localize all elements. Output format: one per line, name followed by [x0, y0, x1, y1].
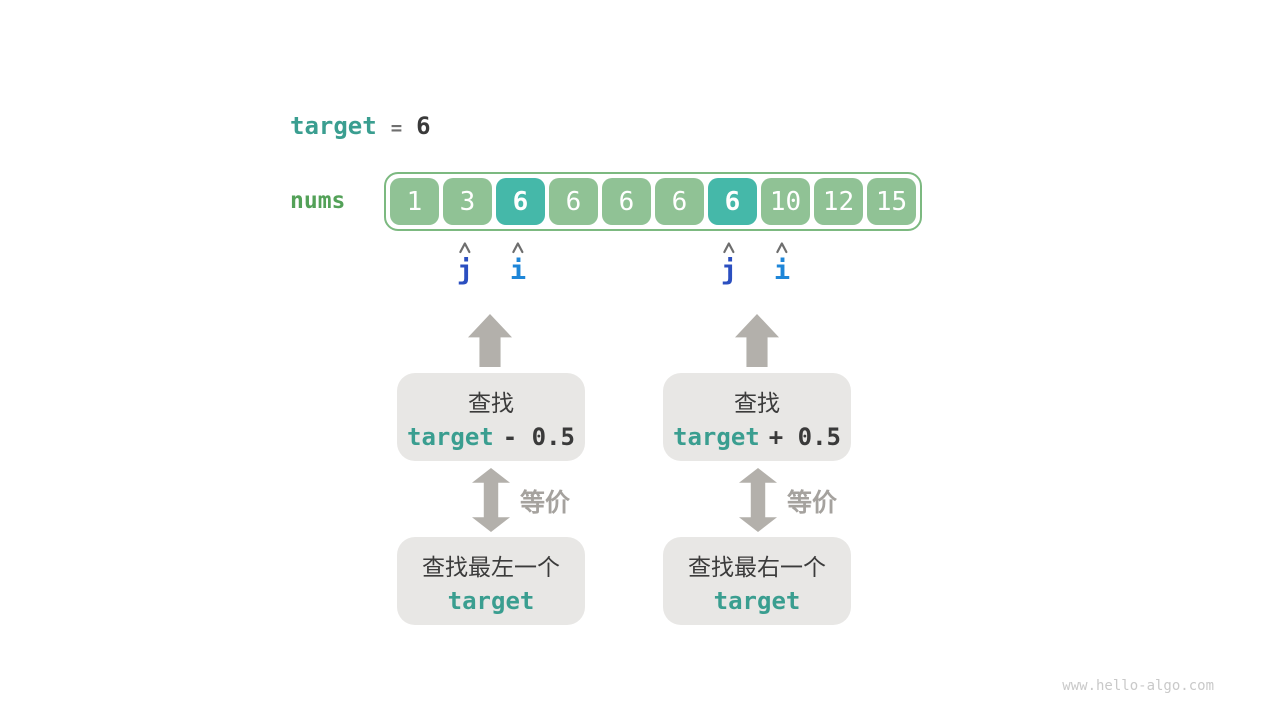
box-code: target	[714, 587, 801, 615]
search-box-code: target + 0.5	[673, 423, 841, 451]
box-code: target	[448, 587, 535, 615]
box-text: 查找最右一个	[688, 554, 826, 581]
equals-sign: =	[390, 117, 403, 139]
nums-label: nums	[290, 188, 346, 214]
pointer-i-left: i	[510, 241, 526, 287]
pointer-letter: j	[456, 255, 474, 286]
array-cell: 6	[496, 178, 545, 225]
search-box-text: 查找	[734, 390, 780, 417]
array-cell: 3	[443, 178, 492, 225]
pointer-letter: i	[509, 255, 527, 286]
nums-array: 1 3 6 6 6 6 6 10 12 15	[384, 172, 922, 231]
target-assignment: target = 6	[290, 112, 431, 140]
up-arrow-icon	[468, 314, 512, 367]
pointer-j-right: j	[721, 241, 737, 287]
leftmost-target-box: 查找最左一个 target	[397, 537, 585, 625]
array-cell: 10	[761, 178, 810, 225]
array-cell: 6	[655, 178, 704, 225]
code-operation: + 0.5	[768, 422, 841, 451]
caret-up-icon	[776, 242, 788, 254]
array-cell: 15	[867, 178, 916, 225]
pointer-j-left: j	[457, 241, 473, 287]
double-arrow-icon	[472, 468, 510, 532]
search-box-right: 查找 target + 0.5	[663, 373, 851, 461]
box-text: 查找最左一个	[422, 554, 560, 581]
array-cell: 1	[390, 178, 439, 225]
pointer-i-right: i	[774, 241, 790, 287]
rightmost-target-box: 查找最右一个 target	[663, 537, 851, 625]
code-keyword: target	[407, 422, 494, 451]
search-box-text: 查找	[468, 390, 514, 417]
array-cell: 6	[708, 178, 757, 225]
pointer-letter: j	[720, 255, 738, 286]
array-cell: 6	[549, 178, 598, 225]
code-keyword: target	[673, 422, 760, 451]
up-arrow-icon	[735, 314, 779, 367]
search-box-code: target - 0.5	[407, 423, 575, 451]
pointer-letter: i	[773, 255, 791, 286]
array-cell: 6	[602, 178, 651, 225]
caret-up-icon	[459, 242, 471, 254]
code-keyword: target	[447, 586, 535, 615]
equivalence-label: 等价	[520, 488, 571, 517]
equivalence-label: 等价	[787, 488, 838, 517]
code-keyword: target	[713, 586, 801, 615]
double-arrow-icon	[739, 468, 777, 532]
caret-up-icon	[723, 242, 735, 254]
search-box-left: 查找 target - 0.5	[397, 373, 585, 461]
array-cell: 12	[814, 178, 863, 225]
code-operation: - 0.5	[502, 422, 575, 451]
caret-up-icon	[512, 242, 524, 254]
target-keyword: target	[290, 112, 377, 140]
watermark: www.hello-algo.com	[1062, 678, 1214, 694]
target-value: 6	[416, 112, 431, 140]
